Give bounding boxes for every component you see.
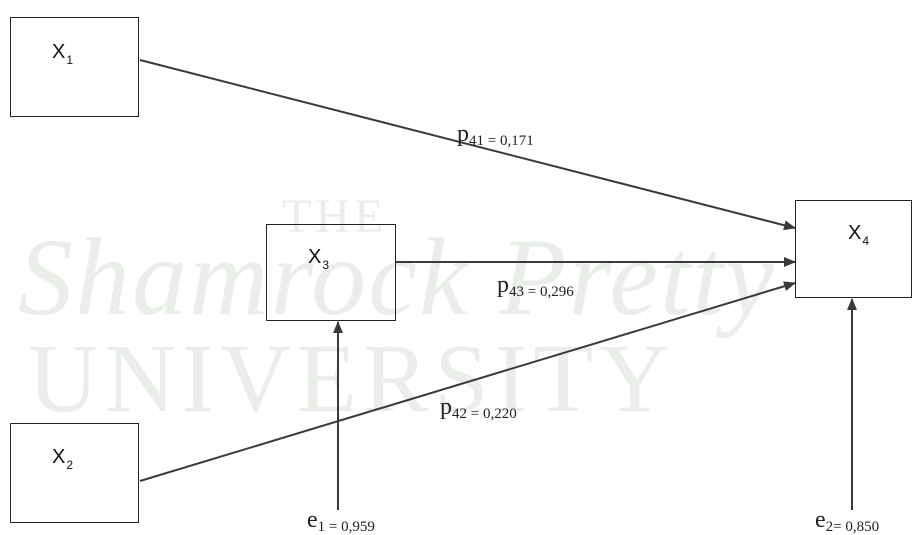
watermark-university: UNIVERSITY [28, 325, 676, 433]
error-e2: e2= 0,850 [815, 507, 880, 535]
coef-p41: p41 = 0,171 [457, 121, 534, 149]
node-x4: X4 [795, 200, 912, 298]
coef-p43: p43 = 0,296 [497, 272, 574, 300]
arrow-x2-to-x4 [139, 281, 796, 482]
node-x2: X2 [10, 423, 139, 523]
error-e1: e1 = 0,959 [307, 507, 375, 535]
watermark-the: THE [282, 190, 388, 243]
watermark-script: Shamrock Pretty [18, 216, 776, 338]
node-x3-label: X3 [308, 246, 330, 272]
node-x4-label: X4 [848, 222, 870, 248]
node-x1-label: X1 [52, 41, 74, 67]
coef-p42: p42 = 0,220 [440, 394, 517, 422]
arrow-x1-to-x4 [139, 59, 796, 231]
node-x2-label: X2 [52, 446, 74, 472]
node-x1: X1 [10, 17, 139, 117]
node-x3: X3 [266, 224, 396, 321]
